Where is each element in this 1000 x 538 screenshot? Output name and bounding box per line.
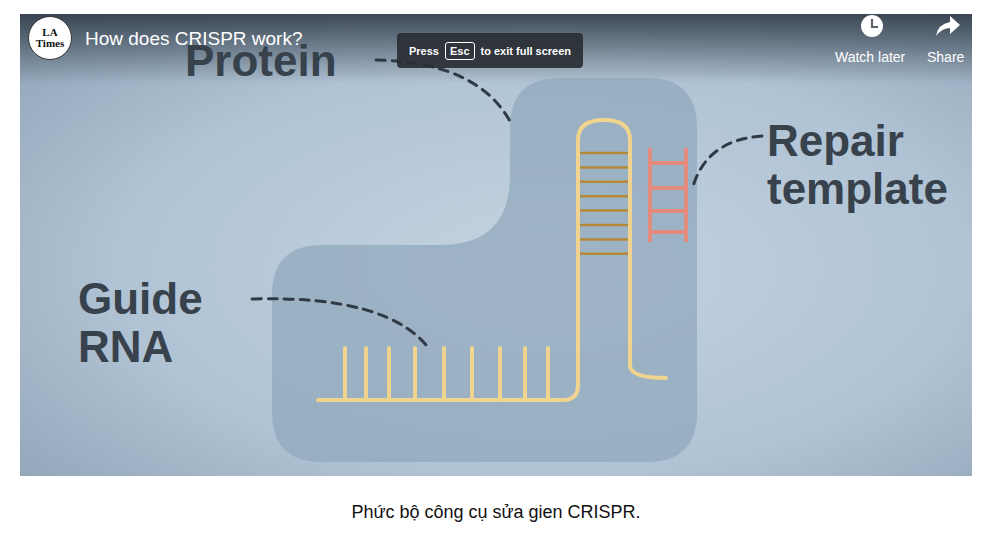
node-text: Press [409, 45, 439, 57]
rung [580, 166, 628, 169]
top-bar [20, 14, 972, 84]
leader-lines [252, 60, 762, 350]
part-label: Protein [185, 37, 337, 85]
clock-icon [861, 15, 883, 37]
rung [580, 238, 628, 241]
node-text: to exit full screen [481, 45, 571, 57]
fullscreen-toast: Press Esc to exit full screen [397, 33, 583, 68]
share-label: Share [927, 49, 964, 65]
repair-leader [692, 136, 762, 190]
guide-rna [318, 120, 666, 400]
logo-badge: LA Times [28, 16, 72, 60]
repair-template-ladder [650, 148, 686, 242]
node-text: Esc [450, 45, 470, 57]
part-label: Guide RNA [78, 275, 223, 370]
rung [580, 152, 628, 155]
share-icon [936, 16, 960, 36]
protein-leader [376, 60, 512, 125]
video-background [20, 14, 972, 476]
key-badge: Esc [445, 42, 475, 60]
rung [580, 253, 628, 256]
protein-shape [272, 78, 697, 462]
watch-later-label: Watch later [835, 49, 905, 65]
figure-caption: Phức bộ công cụ sửa gien CRISPR. [0, 502, 996, 523]
rung [580, 209, 628, 212]
hairpin-rungs [580, 153, 628, 254]
part-label: Repair template [767, 117, 967, 212]
rung [580, 224, 628, 227]
rung [580, 195, 628, 198]
rung [580, 181, 628, 184]
node-text: LA Times [35, 27, 65, 49]
guide-leader [252, 299, 430, 350]
